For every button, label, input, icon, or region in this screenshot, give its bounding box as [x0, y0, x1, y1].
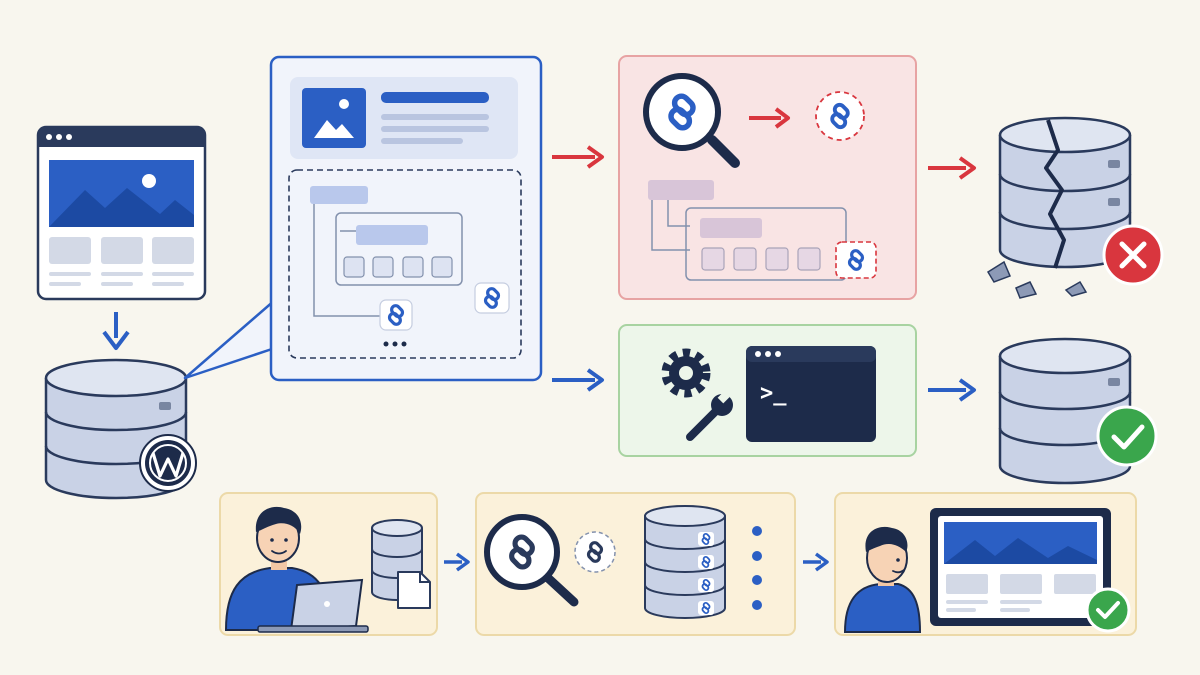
error-x-icon — [1102, 224, 1164, 286]
safe-tool-panel: >_ — [618, 324, 917, 457]
terminal-prompt: >_ — [760, 381, 787, 406]
database-icon — [644, 505, 726, 619]
arrow-to-verify-step — [803, 552, 829, 572]
image-icon — [302, 88, 366, 148]
browser-window-icon — [930, 508, 1111, 626]
arrow-to-healthy-db — [928, 378, 976, 402]
source-website-window — [36, 125, 207, 301]
success-check-icon — [1085, 587, 1131, 633]
success-check-icon — [1096, 405, 1158, 467]
developer-avatar-icon — [843, 526, 922, 633]
wrench-icon — [686, 391, 733, 441]
arrow-to-naive-replace — [552, 145, 604, 169]
verify-step-panel — [834, 492, 1137, 636]
arrow-to-safe-tool — [552, 368, 604, 392]
arrow-site-to-db — [102, 312, 130, 350]
arrow-to-corrupted-db — [928, 156, 976, 180]
link-icon — [574, 531, 616, 573]
serialized-data-callout — [183, 55, 543, 382]
arrow-to-scan-step — [444, 552, 470, 572]
scan-step-panel — [475, 492, 796, 636]
magnifier-link-icon — [484, 514, 579, 607]
export-step-panel — [219, 492, 438, 636]
wordpress-icon — [139, 434, 197, 492]
naive-replace-panel — [618, 55, 917, 300]
terminal-icon: >_ — [746, 346, 876, 442]
magnifier-link-icon — [643, 73, 740, 168]
file-icon — [397, 571, 431, 609]
laptop-icon — [257, 578, 369, 633]
healthy-database — [998, 337, 1132, 485]
broken-link-icon — [815, 91, 865, 141]
nested-data-structure — [288, 169, 522, 359]
gear-icon — [661, 348, 711, 398]
